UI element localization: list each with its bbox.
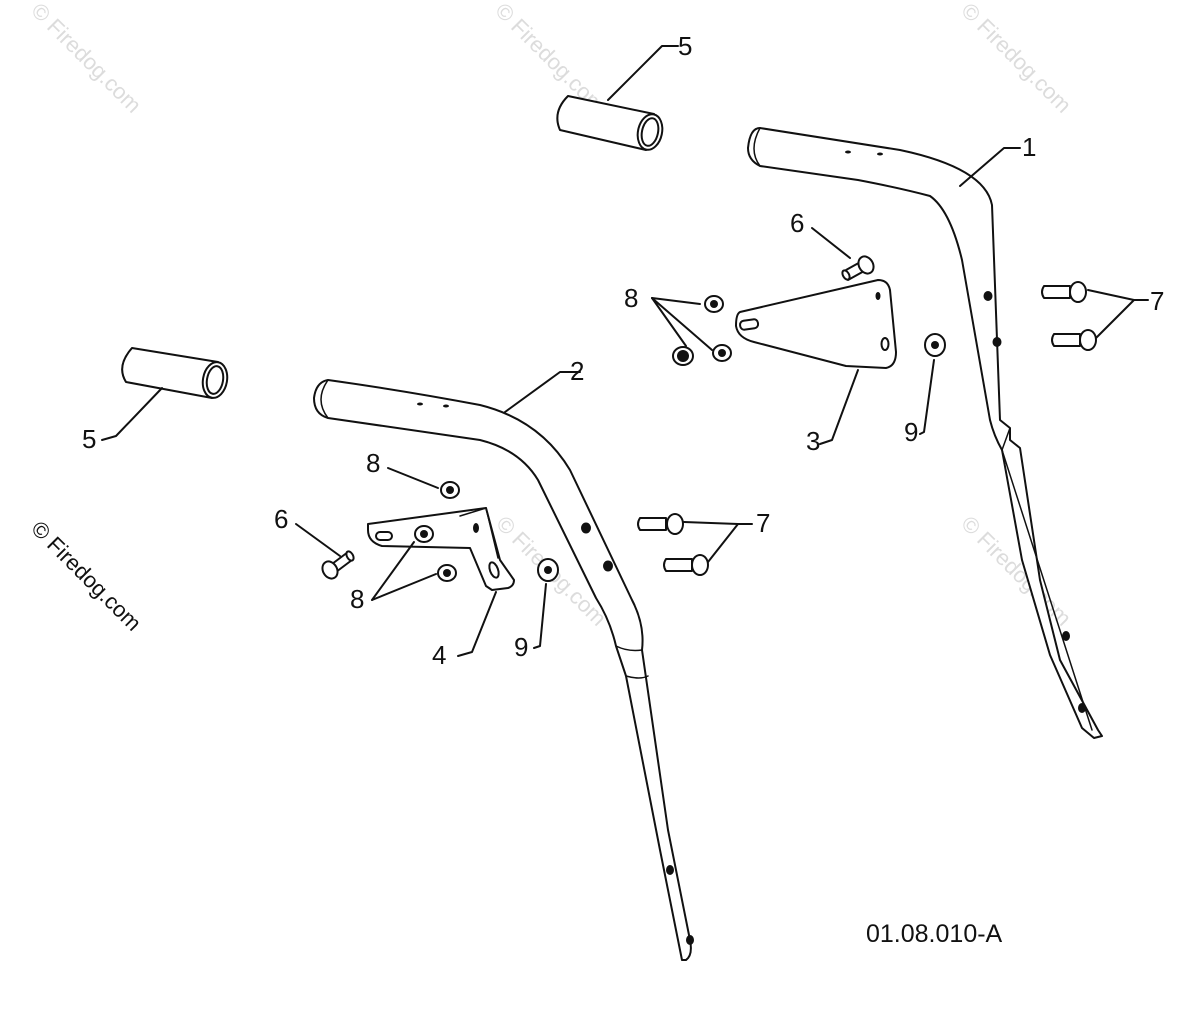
watermark-left-visible: © Firedog.com [26, 516, 146, 636]
callout-5-left: 5 [82, 424, 96, 454]
watermark-top-right: © Firedog.com [956, 0, 1076, 118]
watermark-top-left: © Firedog.com [26, 0, 146, 118]
callout-4: 4 [432, 640, 446, 670]
part-9-washers [537, 333, 946, 582]
callout-5-top: 5 [678, 31, 692, 61]
part-4-left-bracket [367, 507, 515, 591]
callout-8-left-bottom: 8 [350, 584, 364, 614]
part-7-bolts-middle [637, 513, 709, 576]
callout-9-left: 9 [514, 632, 528, 662]
callout-6-top: 6 [790, 208, 804, 238]
callout-9-top: 9 [904, 417, 918, 447]
callout-6-left: 6 [274, 504, 288, 534]
callout-8-left-top: 8 [366, 448, 380, 478]
part-3-right-bracket [735, 279, 897, 369]
watermarks: © Firedog.com © Firedog.com © Firedog.co… [26, 0, 1076, 636]
leader-lines [101, 45, 1149, 657]
part-7-bolts-right [1041, 281, 1097, 351]
callout-1: 1 [1022, 132, 1036, 162]
part-5-top-grip [556, 95, 664, 151]
callout-7-right: 7 [1150, 286, 1164, 316]
callout-3: 3 [806, 426, 820, 456]
callout-8-top: 8 [624, 283, 638, 313]
part-5-left-grip [121, 347, 229, 399]
callout-labels: 1 2 3 4 5 5 6 6 7 7 8 8 8 9 9 [82, 31, 1164, 670]
part-8-nuts [414, 295, 732, 582]
drawing-code: 01.08.010-A [866, 920, 1003, 948]
part-6-top-bolt [841, 255, 875, 281]
part-1-right-handle [747, 127, 1103, 739]
part-6-left-bolt [321, 550, 355, 580]
part-2-left-handle [313, 379, 694, 961]
callout-7-middle: 7 [756, 508, 770, 538]
callout-2: 2 [570, 356, 584, 386]
